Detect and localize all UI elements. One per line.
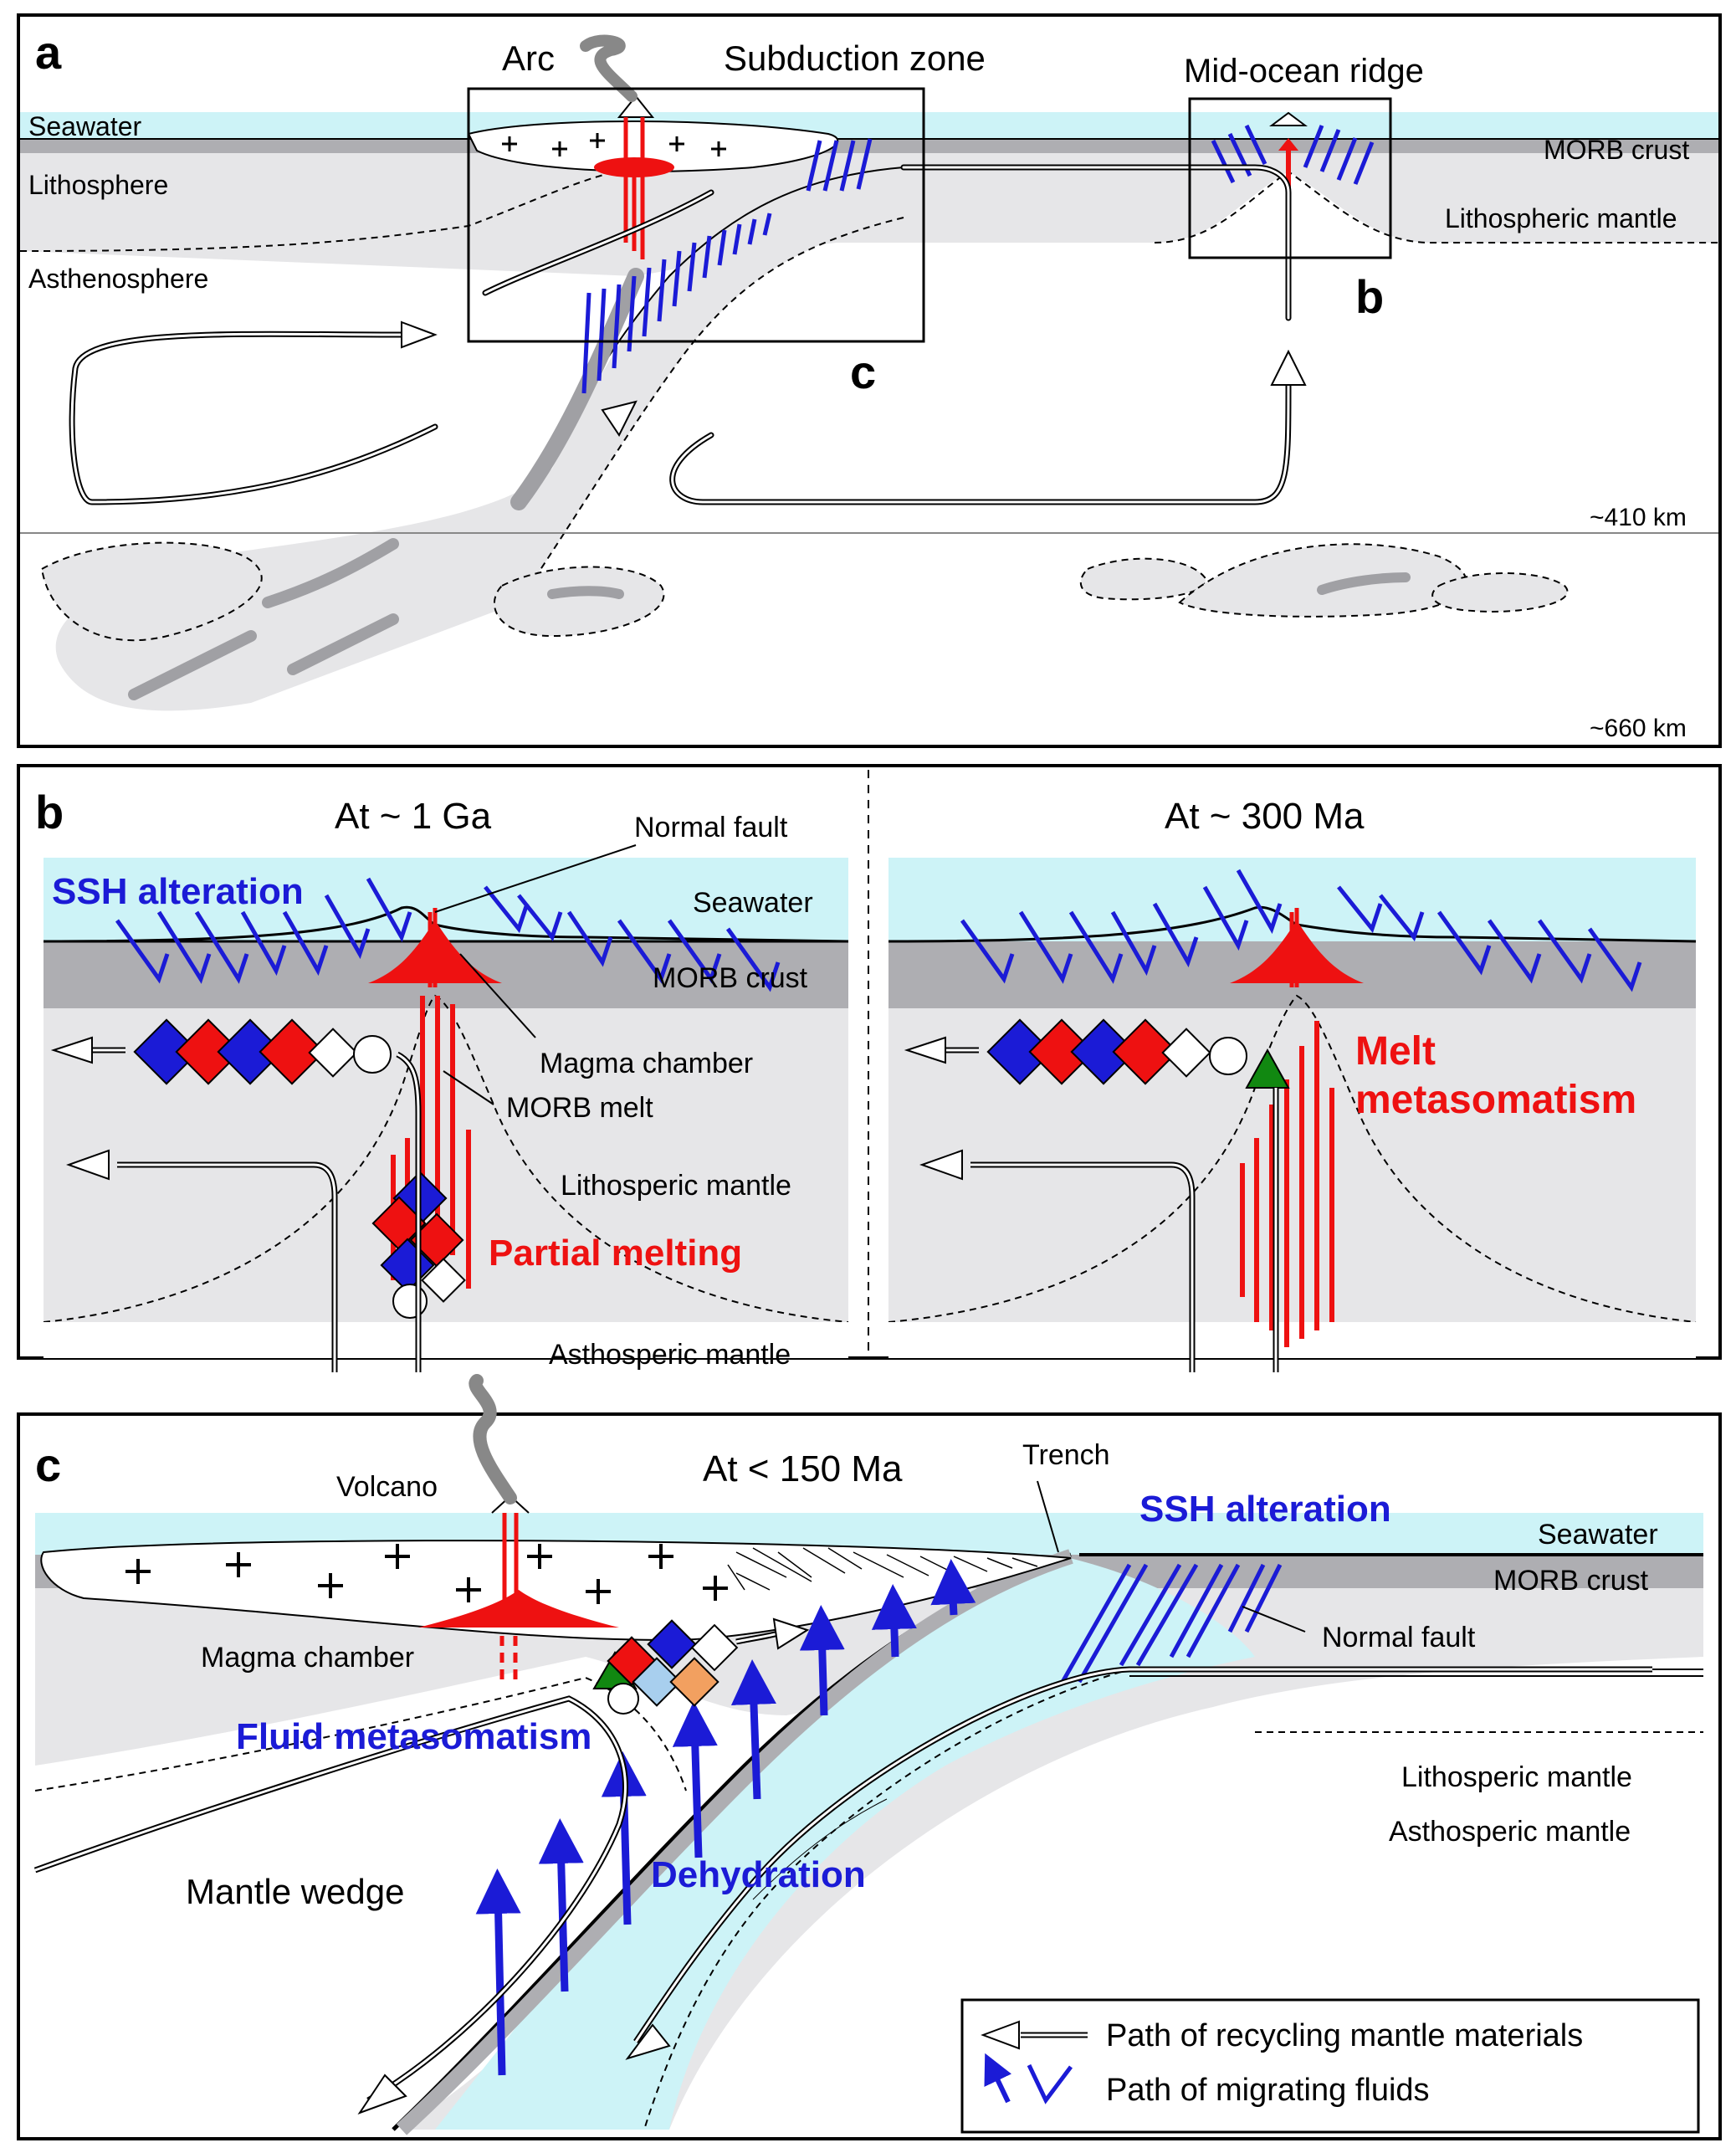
legend-recycling-label: Path of recycling mantle materials [1106, 2018, 1583, 2053]
panel-b: b At ~ 1 Ga At ~ 300 Ma Normal fault SSH… [17, 764, 1722, 1372]
asthenospheric-mantle-label-b: Asthosperic mantle [549, 1339, 791, 1371]
trench-label: Trench [1022, 1439, 1110, 1471]
box-c [467, 87, 925, 343]
partial-melting-label: Partial melting [489, 1233, 742, 1274]
lithospheric-mantle-label-b: Lithosperic mantle [561, 1170, 791, 1202]
arc-label: Arc [502, 38, 555, 78]
legend-fluids-label: Path of migrating fluids [1106, 2073, 1430, 2108]
box-b-letter: b [1355, 270, 1384, 323]
arc-volcano [617, 95, 655, 118]
dehydration-label: Dehydration [651, 1854, 866, 1895]
depth-410-label: ~410 km [1590, 504, 1687, 531]
age-left-label: At ~ 1 Ga [335, 796, 492, 837]
normal-fault-label: Normal fault [634, 812, 788, 843]
volcano-label: Volcano [336, 1471, 438, 1503]
age-right-label: At ~ 300 Ma [1165, 796, 1365, 837]
morb-crust-label-c: MORB crust [1493, 1565, 1649, 1597]
morb-melt-label: MORB melt [506, 1092, 653, 1124]
lithospheric-mantle-label: Lithospheric mantle [1445, 203, 1677, 233]
lithosphere-label: Lithosphere [28, 170, 168, 200]
seawater-label-c: Seawater [1538, 1519, 1658, 1551]
magma-chamber-label-b: Magma chamber [540, 1048, 753, 1079]
panel-c-letter: c [35, 1438, 61, 1491]
ssh-alteration-label: SSH alteration [52, 871, 304, 912]
subducting-slab [55, 167, 904, 711]
arc-crust [467, 120, 839, 172]
normal-fault-label-c: Normal fault [1322, 1622, 1476, 1653]
seawater-layer [20, 112, 1718, 141]
depth-660-label: ~660 km [1590, 715, 1687, 742]
box-c-letter: c [850, 346, 876, 398]
seawater-label: Seawater [28, 111, 142, 141]
age-label-c: At < 150 Ma [703, 1448, 903, 1489]
panel-c: c Volcano At < 150 Ma Trench SSH alterat… [17, 1374, 1722, 2140]
metasomatism-label: metasomatism [1355, 1078, 1636, 1122]
seawater-label-b: Seawater [693, 887, 813, 919]
panel-a: a Arc Subduction zone Mid-ocean ridge Se… [17, 13, 1722, 748]
morb-crust-label: MORB crust [1544, 135, 1689, 165]
subduction-zone-label: Subduction zone [724, 38, 986, 78]
arc-plume [580, 34, 638, 102]
melt-label: Melt [1355, 1029, 1436, 1074]
lithospheric-mantle-label-c: Lithosperic mantle [1401, 1761, 1632, 1793]
mantle-wedge-label: Mantle wedge [186, 1872, 405, 1911]
mid-ocean-ridge-label: Mid-ocean ridge [1184, 53, 1424, 90]
ssh-alteration-label-c: SSH alteration [1139, 1489, 1391, 1530]
legend [960, 1998, 1700, 2134]
asthenosphere-label: Asthenosphere [28, 264, 208, 294]
morb-crust-label-b: MORB crust [653, 962, 808, 994]
box-b [1188, 97, 1392, 259]
asthenospheric-mantle-label-c: Asthosperic mantle [1389, 1816, 1631, 1848]
fluid-metasomatism-label: Fluid metasomatism [236, 1716, 591, 1757]
panel-a-letter: a [35, 26, 62, 79]
panel-b-letter: b [35, 786, 64, 838]
magma-chamber-label-c: Magma chamber [201, 1642, 414, 1674]
